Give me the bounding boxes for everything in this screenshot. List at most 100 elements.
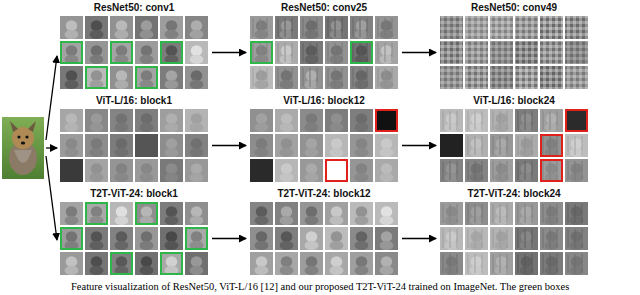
feature-map-tile [110,134,133,157]
texture-line [493,229,494,248]
dog-shape [446,206,458,217]
feature-map [515,202,538,225]
texture-line [532,254,533,273]
dog-shape [571,256,583,267]
feature-map [300,252,323,275]
highlight-box [61,42,82,63]
texture-line [507,136,508,155]
dog-shape [281,256,293,267]
dog-shape [571,231,583,242]
feature-map-tile [490,66,513,89]
texture-line [482,161,483,180]
texture-line [378,18,379,37]
feature-map-tile [515,227,538,250]
highlight-box [541,160,562,181]
dog-shape [355,216,369,225]
dog-shape [331,70,343,81]
texture-line [457,254,458,273]
dog-shape [190,55,204,64]
texture-line [385,18,386,37]
feature-map [440,202,463,225]
feature-map [375,252,398,275]
feature-map [350,41,373,64]
dog-shape [330,216,344,225]
dog-shape [166,206,178,217]
feature-map [185,16,208,39]
feature-map [565,41,588,64]
dog-shape [445,241,459,250]
dog-shape [141,231,153,242]
dog-shape [380,30,394,39]
feature-map-tile [565,252,588,275]
dog-shape [305,266,319,275]
feature-map-tile [185,227,208,250]
feature-map [565,202,588,225]
dog-shape [330,241,344,250]
feature-map [250,159,273,182]
feature-map-tile [540,41,563,64]
dog-shape [305,148,319,157]
dog-shape [546,206,558,217]
texture-line [450,229,451,248]
feature-map [375,134,398,157]
dog-shape [91,231,103,242]
texture-line [532,136,533,155]
dog-shape [115,241,129,250]
texture-line [532,111,533,130]
feature-map [300,134,323,157]
dog-shape [116,231,128,242]
stage-arrow [402,238,436,239]
texture-line [575,136,576,155]
dog-shape [280,216,294,225]
texture-line [267,18,268,37]
highlight-box [136,67,157,88]
dog-shape [140,123,154,132]
feature-map-tile [465,109,488,132]
dog-shape [165,30,179,39]
feature-map-tile [565,16,588,39]
feature-map-tile [465,66,488,89]
texture-line [543,111,544,130]
feature-map-tile [300,16,323,39]
texture-line [303,18,304,37]
feature-map [465,109,488,132]
texture-line [450,111,451,130]
dog-shape [495,123,509,132]
feature-map-tile [565,66,588,89]
texture-line [443,254,444,273]
feature-map-tile [85,252,108,275]
grid-title: ResNet50: conv49 [440,2,588,14]
texture-line [582,204,583,223]
dog-shape [66,20,78,31]
feature-map [60,159,83,182]
input-arrow [46,156,57,240]
dog-shape [91,45,103,56]
feature-map-tile [540,227,563,250]
feature-map-tile [540,66,563,89]
texture-line [392,18,393,37]
highlight-box [61,228,82,249]
feature-map [375,202,398,225]
feature-map [110,134,133,157]
dog-shape [471,231,483,242]
dog-shape [570,216,584,225]
texture-line [525,254,526,273]
feature-grid: T2T-ViT-24: block12 [250,188,398,275]
dog-shape [330,148,344,157]
feature-map [300,159,323,182]
feature-map-tile [160,252,183,275]
feature-map-tile [160,134,183,157]
input-arrow [46,147,57,148]
texture-line [335,43,336,62]
texture-line [317,18,318,37]
dog-shape [470,216,484,225]
dog-shape [191,113,203,124]
dog-shape [471,138,483,149]
feature-map [565,109,588,132]
feature-map-tile [375,16,398,39]
dog-shape [305,55,319,64]
texture-line [468,229,469,248]
feature-map-tile [465,16,488,39]
feature-map-tile [515,16,538,39]
